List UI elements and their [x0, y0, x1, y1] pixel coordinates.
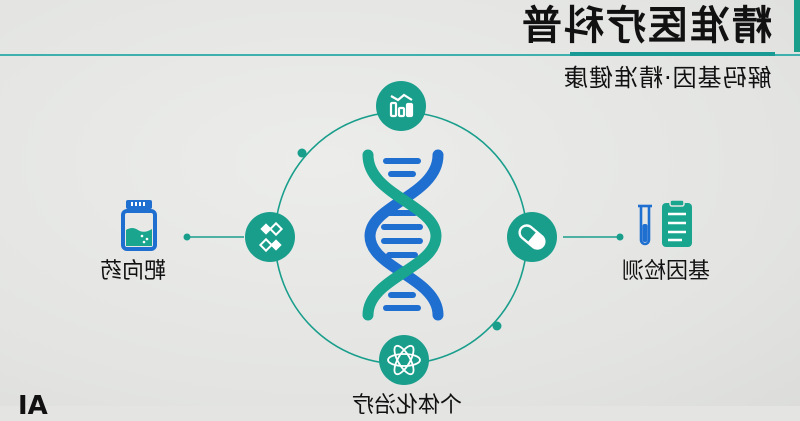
- node-right[interactable]: [507, 212, 557, 262]
- dna-helix-icon: [362, 149, 444, 321]
- node-top[interactable]: [376, 81, 426, 131]
- label-bottom-partial: 个体化治疗: [352, 393, 463, 418]
- title-accent-bar: [794, 0, 800, 52]
- header-divider: [0, 54, 800, 56]
- molecule-diamonds-icon: [258, 221, 284, 253]
- orbit-dot: [297, 148, 307, 158]
- node-bottom[interactable]: [379, 335, 429, 385]
- medicine-bottle-icon: [121, 200, 157, 251]
- orbit-dot: [492, 321, 502, 331]
- atom-icon: [387, 344, 421, 376]
- diagram: [121, 81, 692, 385]
- label-targeted-drug: 靶向药: [100, 259, 167, 284]
- title-underline: [570, 52, 775, 56]
- node-left[interactable]: [245, 212, 295, 262]
- bar-chart-icon: [389, 93, 414, 118]
- capsule-icon: [518, 224, 546, 250]
- test-tube-clipboard-icon: [638, 199, 692, 247]
- label-gene-testing: 基因检测: [622, 259, 711, 284]
- corner-text-partial: AI: [18, 391, 48, 421]
